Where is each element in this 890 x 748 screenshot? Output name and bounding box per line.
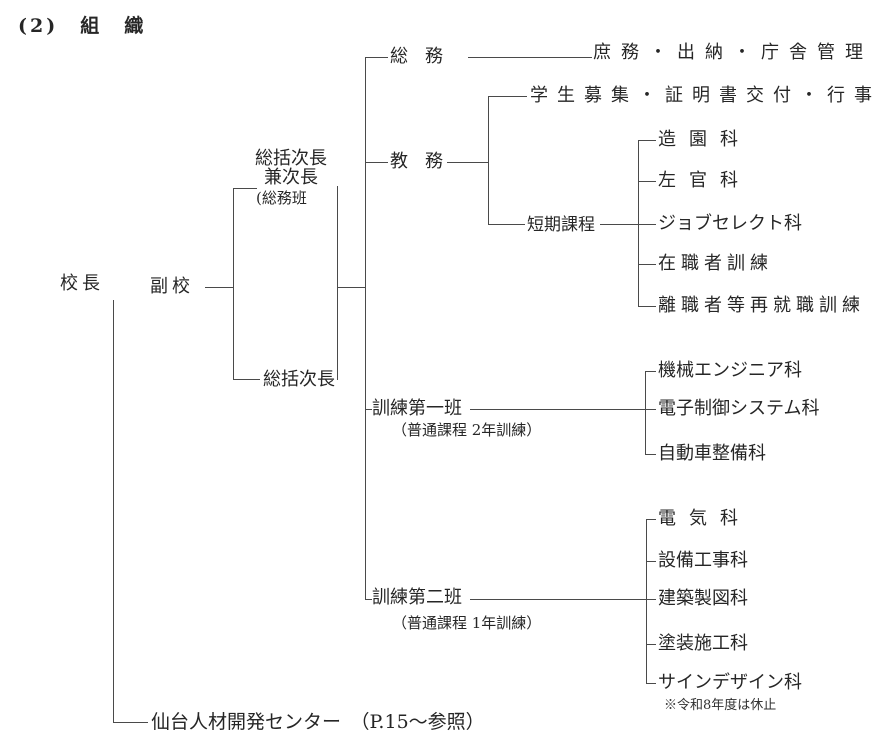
training-group2-sublabel: （普通課程 1年訓練）: [392, 614, 542, 632]
training1-course: 機械エンジニア科: [658, 360, 802, 381]
connector-main-vertical: [365, 57, 366, 599]
training-group1-label: 訓練第一班: [372, 398, 462, 419]
connector-training1-bracket-vertical: [645, 371, 646, 454]
connector-academic-to-short-term: [488, 224, 525, 225]
connector-merge-to-main: [337, 287, 365, 288]
connector-academic-dash: [447, 162, 488, 163]
connector-main-to-training1: [365, 409, 372, 410]
connector-training2-bracket-vertical: [646, 519, 647, 683]
connector-general-affairs-duties: [468, 57, 592, 58]
connector-academic-bracket-vertical: [488, 96, 489, 224]
short-term-course: 造園科: [658, 129, 751, 150]
connector-deputy-bracket-vertical: [233, 188, 234, 379]
short-term-label: 短期課程: [527, 215, 595, 235]
training2-course: サインデザイン科: [658, 672, 802, 693]
training1-course: 自動車整備科: [658, 443, 766, 464]
connector-training2-course-tick: [646, 599, 656, 600]
training2-course: 塗装施工科: [658, 633, 748, 654]
connector-training1-course-tick: [645, 409, 656, 410]
connector-main-to-general-affairs: [365, 57, 388, 58]
training2-course: 設備工事科: [658, 550, 748, 571]
training-group2-label: 訓練第二班: [372, 587, 462, 608]
academic-affairs-duties: 学生募集・証明書交付・行事: [530, 85, 881, 106]
page-title: (2) 組 織: [18, 15, 147, 37]
training-group1-sublabel: （普通課程 2年訓練）: [392, 421, 542, 439]
training1-course: 電子制御システム科: [658, 398, 820, 419]
connector-training2-course-tick: [646, 561, 656, 562]
connector-deputy-bottom-tick: [233, 379, 260, 380]
connector-training1-course-tick: [645, 454, 656, 455]
connector-short-term-dash: [600, 224, 638, 225]
connector-short-term-course-tick: [638, 264, 656, 265]
connector-vice-principal-dash: [205, 287, 233, 288]
connector-deputy-top-tick: [233, 188, 257, 189]
connector-training2-course-tick: [646, 683, 656, 684]
connector-principal-vertical: [113, 300, 114, 722]
training2-course-note: ※令和8年度は休止: [664, 698, 777, 713]
connector-training1-long-line: [470, 409, 645, 410]
connector-short-term-course-tick: [638, 224, 656, 225]
connector-deputy-merge-vertical: [337, 186, 338, 380]
connector-training2-course-tick: [646, 519, 656, 520]
chief-deputy-top-line2: 兼次長: [264, 167, 318, 188]
chief-deputy-top-line1: 総括次長: [255, 148, 327, 169]
connector-training2-course-tick: [646, 644, 656, 645]
connector-short-term-course-tick: [638, 140, 656, 141]
connector-short-term-course-tick: [638, 306, 656, 307]
general-affairs-duties: 庶務・出納・庁舎管理: [593, 42, 873, 63]
short-term-course: 左官科: [658, 170, 751, 191]
short-term-course: ジョブセレクト科: [658, 213, 802, 234]
connector-main-to-training2: [365, 599, 372, 600]
connector-training2-long-line: [470, 599, 646, 600]
connector-training1-course-tick: [645, 371, 656, 372]
connector-development-center-tick: [113, 722, 148, 723]
vice-principal-label: 副校: [150, 276, 194, 297]
chief-deputy-top-line3: (総務班: [256, 189, 307, 207]
connector-academic-to-duties: [488, 96, 527, 97]
short-term-course: 離職者等再就職訓練: [658, 295, 865, 316]
training2-course: 建築製図科: [658, 588, 748, 609]
principal-label: 校長: [60, 273, 104, 294]
chief-deputy-bottom-label: 総括次長: [263, 369, 335, 390]
development-center-label: 仙台人材開発センター （P.15～参照）: [151, 711, 485, 733]
academic-affairs-label: 教務: [390, 151, 460, 172]
general-affairs-label: 総務: [390, 46, 460, 67]
short-term-course: 在職者訓練: [658, 253, 773, 274]
connector-short-term-course-tick: [638, 181, 656, 182]
training2-course: 電気科: [658, 508, 751, 529]
connector-main-to-academic-affairs: [365, 162, 388, 163]
connector-short-term-bracket-vertical: [638, 140, 639, 306]
